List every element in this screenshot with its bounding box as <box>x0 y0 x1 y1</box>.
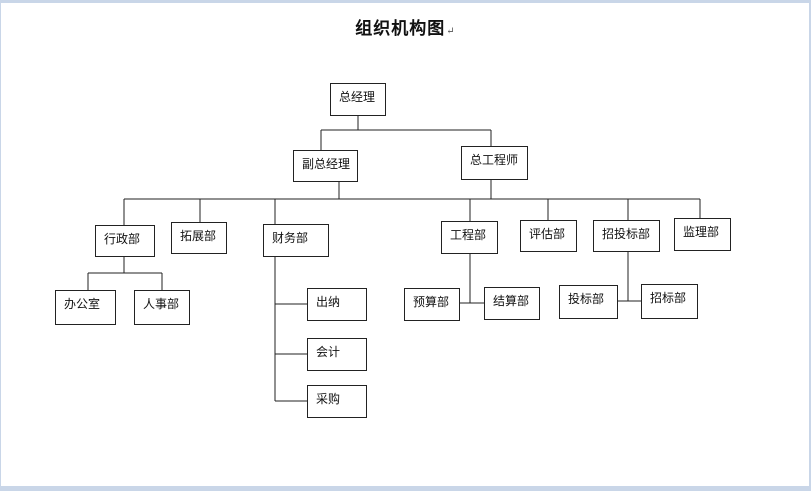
window-top-border <box>0 0 811 3</box>
node-hr: 人事部 <box>134 290 190 325</box>
node-expansion: 拓展部 <box>171 222 227 254</box>
node-cashier: 出纳 <box>307 288 367 321</box>
node-budget: 预算部 <box>404 288 460 321</box>
node-accounting: 会计 <box>307 338 367 371</box>
node-finance: 财务部 <box>263 224 329 257</box>
node-bidding: 招投标部 <box>593 220 660 252</box>
node-invitation: 招标部 <box>641 284 698 319</box>
page-title: 组织机构图↵ <box>0 14 811 39</box>
window-bottom-border <box>0 486 811 491</box>
node-settlement: 结算部 <box>484 287 540 320</box>
node-ceo: 总经理 <box>330 83 386 116</box>
node-deputy-gm: 副总经理 <box>293 150 358 182</box>
node-office: 办公室 <box>55 290 116 325</box>
paragraph-mark-icon: ↵ <box>446 26 456 37</box>
window-left-border <box>0 0 1 491</box>
node-purchasing: 采购 <box>307 385 367 418</box>
node-supervision: 监理部 <box>674 218 731 251</box>
node-chief-engineer: 总工程师 <box>461 146 528 180</box>
node-admin: 行政部 <box>95 225 155 257</box>
node-tender: 投标部 <box>559 285 618 319</box>
window-right-border <box>809 0 811 491</box>
page-title-text: 组织机构图 <box>355 19 446 39</box>
node-evaluation: 评估部 <box>520 220 577 252</box>
node-engineering: 工程部 <box>441 221 498 254</box>
